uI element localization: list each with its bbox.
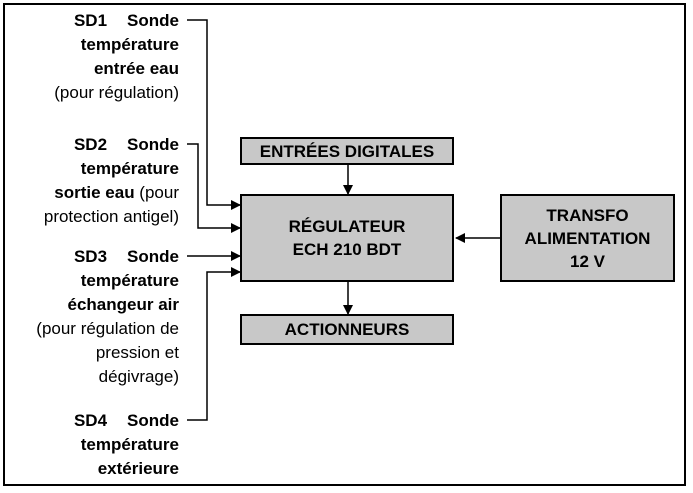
sensor-text-bold: SD2 xyxy=(73,135,108,154)
sensor-text-bold: SD1 xyxy=(73,11,108,30)
sensor-text: pression et xyxy=(95,343,179,362)
sensor-line: entrée eau xyxy=(54,57,179,81)
sensor-text-bold: température xyxy=(80,159,179,178)
sensor-line: échangeur air xyxy=(36,293,180,317)
sd1-connector xyxy=(187,19,241,210)
sensor-line: sortie eau (pour xyxy=(44,181,179,205)
sensor-text: dégivrage) xyxy=(98,367,179,386)
sensor-line: protection antigel) xyxy=(44,205,179,229)
box-label-line: ACTIONNEURS xyxy=(284,320,410,339)
box-label-line: 12 V xyxy=(570,251,605,271)
sensor-line: SD2 Sonde xyxy=(44,133,179,157)
actuators-box: ACTIONNEURS xyxy=(240,314,454,345)
sensor-sd3-label: SD3 Sonde température échangeur air (pour ré… xyxy=(36,245,179,389)
sensor-text: (pour régulation) xyxy=(54,83,179,102)
sensor-text-bold: entrée eau xyxy=(93,59,179,78)
sensor-text: protection antigel) xyxy=(43,207,179,226)
sensor-text-bold: extérieure xyxy=(97,459,179,478)
transformer-box: TRANSFO ALIMENTATION 12 V xyxy=(500,194,675,282)
box-label-line: RÉGULATEUR xyxy=(288,217,406,236)
sensor-line: dégivrage) xyxy=(36,365,179,389)
sensor-text-bold: température xyxy=(80,271,179,290)
sensor-text-bold: Sonde xyxy=(127,135,179,154)
regulator-box: RÉGULATEUR ECH 210 BDT xyxy=(240,194,454,282)
sensor-sd4-label: SD4 Sonde température extérieure xyxy=(74,409,179,481)
digital-inputs-box: ENTRÉES DIGITALES xyxy=(240,137,454,165)
sensor-text-bold: température xyxy=(80,35,179,54)
sensor-line: température xyxy=(74,433,179,457)
sd4-connector xyxy=(187,267,241,421)
sensor-text-bold: SD4 xyxy=(73,411,108,430)
sensor-line: (pour régulation de xyxy=(36,317,179,341)
sensor-text-bold: Sonde xyxy=(127,411,179,430)
sensor-sd2-label: SD2 Sonde température sortie eau (pour prote… xyxy=(44,133,179,229)
sensor-text: (pour xyxy=(134,183,179,202)
box-label-line: ALIMENTATION xyxy=(524,228,651,248)
box-label-line: TRANSFO xyxy=(546,205,629,225)
sensor-line: pression et xyxy=(36,341,179,365)
sensor-line: température xyxy=(54,33,179,57)
sd2-connector xyxy=(187,143,241,233)
box-label-line: ECH 210 BDT xyxy=(292,240,402,259)
sensor-line: SD3 Sonde xyxy=(36,245,179,269)
sensor-text-bold: échangeur air xyxy=(67,295,180,314)
sensor-line: extérieure xyxy=(74,457,179,481)
sensor-text-bold: Sonde xyxy=(127,247,179,266)
sensor-line: (pour régulation) xyxy=(54,81,179,105)
sensor-sd1-label: SD1 Sonde température entrée eau (pour régul… xyxy=(54,9,179,105)
box-label-line: ENTRÉES DIGITALES xyxy=(259,141,435,161)
sensor-text-bold: Sonde xyxy=(127,11,179,30)
sensor-line: SD1 Sonde xyxy=(54,9,179,33)
sensor-text: (pour régulation de xyxy=(36,319,179,338)
sensor-line: SD4 Sonde xyxy=(74,409,179,433)
sensor-line: température xyxy=(36,269,179,293)
sensor-text-bold: température xyxy=(80,435,179,454)
sensor-text-bold: sortie eau xyxy=(54,183,135,202)
sensor-line: température xyxy=(44,157,179,181)
sensor-text-bold: SD3 xyxy=(73,247,108,266)
